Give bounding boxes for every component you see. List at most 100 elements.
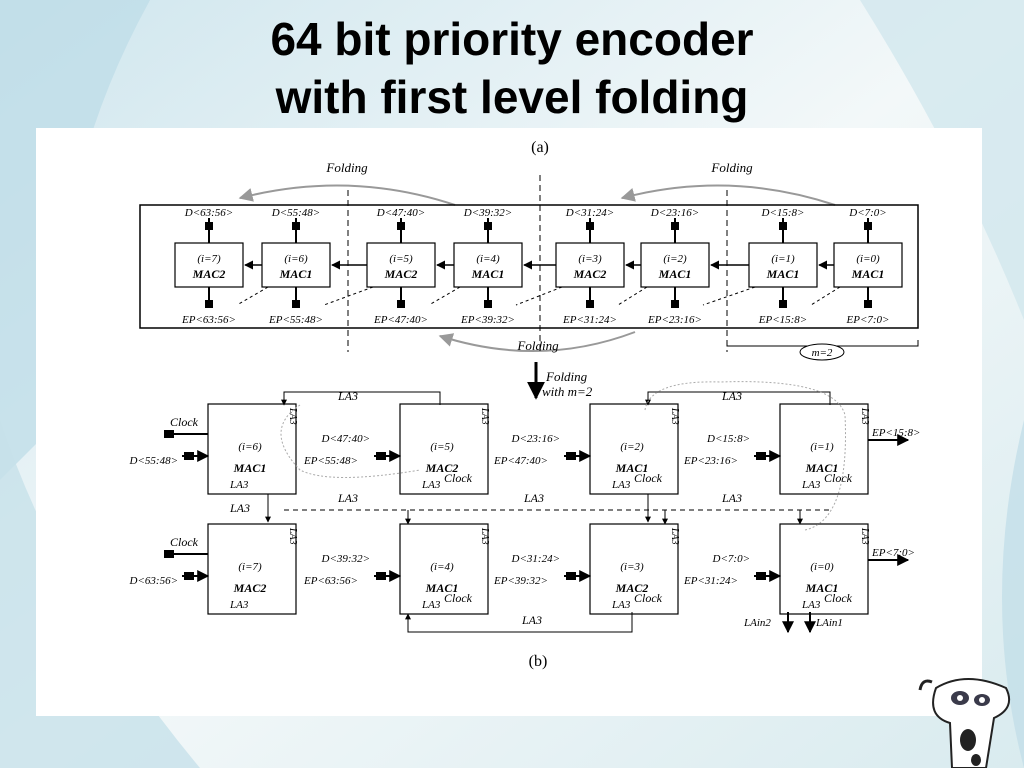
mac-block-b [399,403,489,495]
input-pin [566,452,576,460]
folding-label-bottom: Folding [516,338,559,353]
output-label: EP<23:16> [683,455,738,467]
mac-block-name: MAC2 [425,461,459,475]
mac-block-name: MAC1 [615,461,649,475]
wire-la3-5 [281,391,441,406]
wire-la3-3 [405,612,633,633]
output-pin-marker [292,300,300,308]
clock-label: Clock [170,535,199,549]
mac-block-b [589,523,679,615]
input-label: D<7:0> [848,207,886,219]
mac-block-index: (i=0) [856,253,880,265]
block-la3-vertical: LA3 [479,407,490,425]
block-la3-vertical: LA3 [669,407,680,425]
input-pin [376,452,386,460]
input-pin [756,452,766,460]
mac-block-a [640,242,710,288]
feedback-loop-left [280,404,421,478]
clock-label: Clock [824,591,853,605]
output-label: EP<55:48> [268,314,323,326]
panel-a-caption: (a) [531,139,549,156]
clock-label: Clock [634,591,663,605]
block-la3-vertical: LA3 [287,407,298,425]
block-la3-label: LA3 [229,479,249,491]
output-label: EP<7:0> [846,314,890,326]
input-pin [756,572,766,580]
input-label: D<39:32> [321,553,370,565]
output-label: EP<39:32> [460,314,515,326]
mac-block-name: MAC1 [279,267,313,281]
mac-block-index: (i=4) [430,561,454,573]
mac-block-index: (i=6) [238,441,262,453]
mac-block-index: (i=6) [284,253,308,265]
output-pin-marker [205,300,213,308]
mac-block-name: MAC2 [233,581,267,595]
output-label: EP<23:16> [647,314,702,326]
feedback-loop-right [644,381,846,531]
input-label: D<15:8> [706,433,750,445]
mac-block-name: MAC1 [233,461,267,475]
m-label: m=2 [812,347,833,359]
input-pin-marker [671,222,679,230]
output-label: EP<15:8> [758,314,807,326]
mac-block-index: (i=7) [238,561,262,573]
mac-block-index: (i=7) [197,253,221,265]
block-la3-vertical: LA3 [287,527,298,545]
block-la3-label: LA3 [611,479,631,491]
mac-block-b [207,523,297,615]
input-label: D<23:16> [650,207,699,219]
clock-pin [164,550,174,558]
mac-block-name: MAC1 [851,267,885,281]
lain2-label: LAin2 [743,617,771,629]
mac-block-b [779,523,869,615]
mac-block-index: (i=5) [430,441,454,453]
mac-block-name: MAC1 [471,267,505,281]
output-pin-marker [864,300,872,308]
panel-a-frame [139,204,919,329]
mac-block-name: MAC2 [384,267,418,281]
folding-arc-left [238,184,456,206]
wire-label-la3-4: LA3 [337,491,358,505]
dashed-link [323,286,374,306]
output-pin-marker [397,300,405,308]
output-pin-marker [779,300,787,308]
clock-label: Clock [444,471,473,485]
slide-title-line-2: with first level folding [275,71,749,123]
wire-label-la3-1: LA3 [721,389,742,403]
mac-block-name: MAC1 [658,267,692,281]
wire-label-la3-6: LA3 [229,501,250,515]
wire-label-la3-3: LA3 [521,613,542,627]
mac-block-name: MAC1 [766,267,800,281]
output-pin-marker [484,300,492,308]
lain1-label: LAin1 [815,617,843,629]
block-la3-vertical: LA3 [859,407,870,425]
block-la3-label: LA3 [611,599,631,611]
input-label: D<47:40> [376,207,425,219]
clock-label: Clock [444,591,473,605]
output-pin-marker [671,300,679,308]
mac-block-index: (i=4) [476,253,500,265]
input-pin [566,572,576,580]
output-label: EP<39:32> [493,575,548,587]
mac-block-name: MAC2 [192,267,226,281]
transition-label-2: with m=2 [542,384,593,399]
output-label: EP<15:8> [871,427,920,439]
output-label: EP<55:48> [303,455,358,467]
output-label: EP<47:40> [493,455,548,467]
block-la3-label: LA3 [801,479,821,491]
input-label: D<55:48> [129,455,178,467]
dashed-link [617,286,648,306]
input-pin-marker [292,222,300,230]
input-label: D<63:56> [129,575,178,587]
output-label: EP<47:40> [373,314,428,326]
input-label: D<31:24> [511,553,560,565]
diagram-panel: (a) Folding Folding Folding m=2 (i=7)MAC… [36,128,982,716]
clock-label: Clock [824,471,853,485]
clock-pin [164,430,174,438]
mac-block-name: MAC2 [573,267,607,281]
output-label: EP<63:56> [181,314,236,326]
wire-label-la3-5: LA3 [337,389,358,403]
output-pin-marker [586,300,594,308]
mac-block-index: (i=1) [771,253,795,265]
output-label: EP<7:0> [871,547,915,559]
